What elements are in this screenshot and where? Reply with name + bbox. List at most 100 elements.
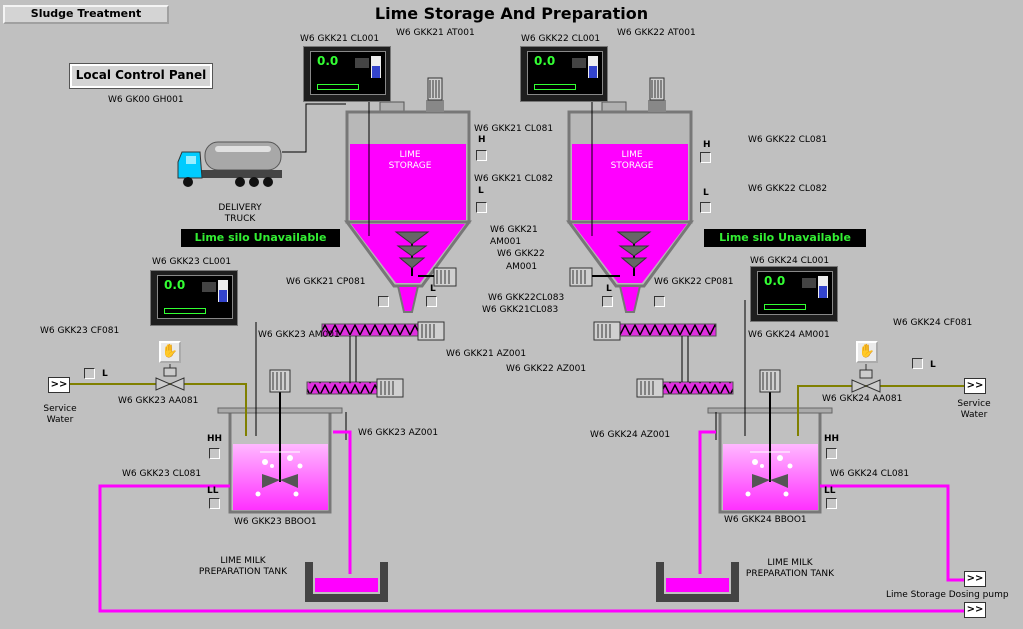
low-level-letter: L: [478, 186, 484, 196]
gkk22-agitator-label-2: AM001: [506, 262, 538, 272]
gkk24-hh-indicator[interactable]: [826, 448, 837, 459]
tank-left-label-2: PREPARATION TANK: [198, 567, 288, 577]
gkk22-cl082-label: W6 GKK22 CL082: [748, 184, 828, 194]
valve-left-hand-icon[interactable]: ✋: [159, 341, 181, 363]
prep-tank-right: [707, 300, 833, 514]
display-screen: 0.0: [757, 271, 833, 315]
display-value: 0.0: [534, 54, 556, 68]
dosing-troughs: [305, 562, 739, 602]
cf-low-letter-left: L: [102, 369, 108, 379]
gkk22-at001-label: W6 GKK22 AT001: [617, 28, 696, 38]
gkk21-cl082-label: W6 GKK21 CL082: [474, 174, 554, 184]
gkk23-cf081-label: W6 GKK23 CF081: [40, 326, 120, 336]
gkk21-cl001-display[interactable]: 0.0: [303, 46, 391, 102]
cp-low-letter: L: [430, 284, 436, 294]
service-water-pipes: [70, 383, 964, 436]
silo-right-status: Lime silo Unavailable: [704, 229, 866, 247]
silo-right-label-2: STORAGE: [610, 161, 654, 171]
low-level-letter-right: L: [703, 188, 709, 198]
gkk24-aa081-label: W6 GKK24 AA081: [822, 394, 903, 404]
gkk21-cp081-label: W6 GKK21 CP081: [286, 277, 366, 287]
gkk21-at001-label: W6 GKK21 AT001: [396, 28, 475, 38]
valve-right-hand-icon[interactable]: ✋: [856, 341, 878, 363]
tank-right-label-1: LIME MILK: [767, 558, 813, 568]
gkk24-cl001-label: W6 GKK24 CL001: [750, 256, 830, 266]
display-value: 0.0: [764, 274, 786, 288]
gkk23-cl001-label: W6 GKK23 CL001: [152, 257, 232, 267]
cf-low-letter-right: L: [930, 360, 936, 370]
local-panel-tag: W6 GK00 GH001: [108, 95, 184, 105]
gkk21-agitator-label-2: AM001: [490, 237, 522, 247]
delivery-truck: [177, 141, 282, 187]
gkk22-cl083-label: W6 GKK22CL083: [488, 293, 565, 303]
hh-letter-right: HH: [824, 434, 840, 444]
gkk22-cl001-label: W6 GKK22 CL001: [521, 34, 601, 44]
gkk22-cp081-label: W6 GKK22 CP081: [654, 277, 734, 287]
gkk24-cf081-label: W6 GKK24 CF081: [893, 318, 973, 328]
silo-left-label-1: LIME: [399, 150, 421, 160]
dosing-pump-button-lower[interactable]: >>: [964, 602, 986, 618]
gkk23-cl001-display[interactable]: 0.0: [150, 270, 238, 326]
gkk24-am001-label: W6 GKK24 AM001: [748, 330, 830, 340]
service-water-right-label-2: Water: [960, 410, 988, 420]
gkk23-ll-indicator[interactable]: [209, 498, 220, 509]
high-level-letter: H: [478, 135, 486, 145]
display-value: 0.0: [317, 54, 339, 68]
gkk21-high-level-indicator[interactable]: [476, 150, 487, 161]
gkk21-az001-label: W6 GKK21 AZ001: [446, 349, 527, 359]
gkk21-agitator-label: W6 GKK21: [490, 225, 538, 235]
gkk24-cl081-label: W6 GKK24 CL081: [830, 469, 910, 479]
gkk22-cl001-display[interactable]: 0.0: [520, 46, 608, 102]
gkk21-cp081-indicator[interactable]: [378, 296, 389, 307]
cp-low-letter-right: L: [606, 284, 612, 294]
gkk21-cl001-label: W6 GKK21 CL001: [300, 34, 380, 44]
gkk24-cl001-display[interactable]: 0.0: [750, 266, 838, 322]
truck-label-2: TRUCK: [224, 214, 256, 224]
ll-letter-left: LL: [207, 486, 219, 496]
silo-left: [344, 77, 472, 313]
gkk22-cp-low-indicator[interactable]: [602, 296, 613, 307]
gkk22-cp081-indicator[interactable]: [654, 296, 665, 307]
dosing-pump-label: Lime Storage Dosing pump: [886, 590, 1009, 600]
lime-milk-pipes: [98, 430, 964, 613]
gkk22-agitator-label: W6 GKK22: [497, 249, 545, 259]
gkk23-az001-label: W6 GKK23 AZ001: [358, 428, 439, 438]
gkk21-cp-low-indicator[interactable]: [426, 296, 437, 307]
service-water-right-button[interactable]: >>: [964, 378, 986, 394]
gkk21-cl083-label: W6 GKK21CL083: [482, 305, 559, 315]
gkk22-high-level-indicator[interactable]: [700, 152, 711, 163]
high-level-letter-right: H: [703, 140, 711, 150]
gkk23-hh-indicator[interactable]: [209, 448, 220, 459]
gkk23-am001-label: W6 GKK23 AM001: [258, 330, 340, 340]
gkk23-aa081-label: W6 GKK23 AA081: [118, 396, 199, 406]
silo-left-status: Lime silo Unavailable: [181, 229, 340, 247]
service-water-left-button[interactable]: >>: [48, 377, 70, 393]
gkk22-cl081-label: W6 GKK22 CL081: [748, 135, 828, 145]
sludge-treatment-button[interactable]: Sludge Treatment: [3, 5, 169, 24]
hh-letter-left: HH: [207, 434, 223, 444]
service-water-left-label-2: Water: [46, 415, 74, 425]
gkk21-low-level-indicator[interactable]: [476, 202, 487, 213]
gkk24-ll-indicator[interactable]: [826, 498, 837, 509]
display-screen: 0.0: [527, 51, 603, 95]
truck-label-1: DELIVERY: [218, 203, 262, 213]
gkk24-cf081-indicator[interactable]: [912, 358, 923, 369]
dosing-pump-button-upper[interactable]: >>: [964, 571, 986, 587]
gkk23-cf081-indicator[interactable]: [84, 368, 95, 379]
gkk24-bboo1-label: W6 GKK24 BBOO1: [724, 515, 807, 525]
silo-left-label-2: STORAGE: [388, 161, 432, 171]
gkk23-cl081-label: W6 GKK23 CL081: [122, 469, 202, 479]
signal-lines: [255, 103, 346, 334]
display-value: 0.0: [164, 278, 186, 292]
service-water-right-label-1: Service: [957, 399, 991, 409]
service-water-left-label-1: Service: [43, 404, 77, 414]
silo-right-label-1: LIME: [621, 150, 643, 160]
ll-letter-right: LL: [824, 486, 836, 496]
local-control-panel-button[interactable]: Local Control Panel: [69, 63, 213, 89]
page-title: Lime Storage And Preparation: [374, 4, 649, 23]
valves: [155, 364, 881, 393]
gkk21-cl081-label: W6 GKK21 CL081: [474, 124, 554, 134]
gkk22-low-level-indicator[interactable]: [700, 202, 711, 213]
